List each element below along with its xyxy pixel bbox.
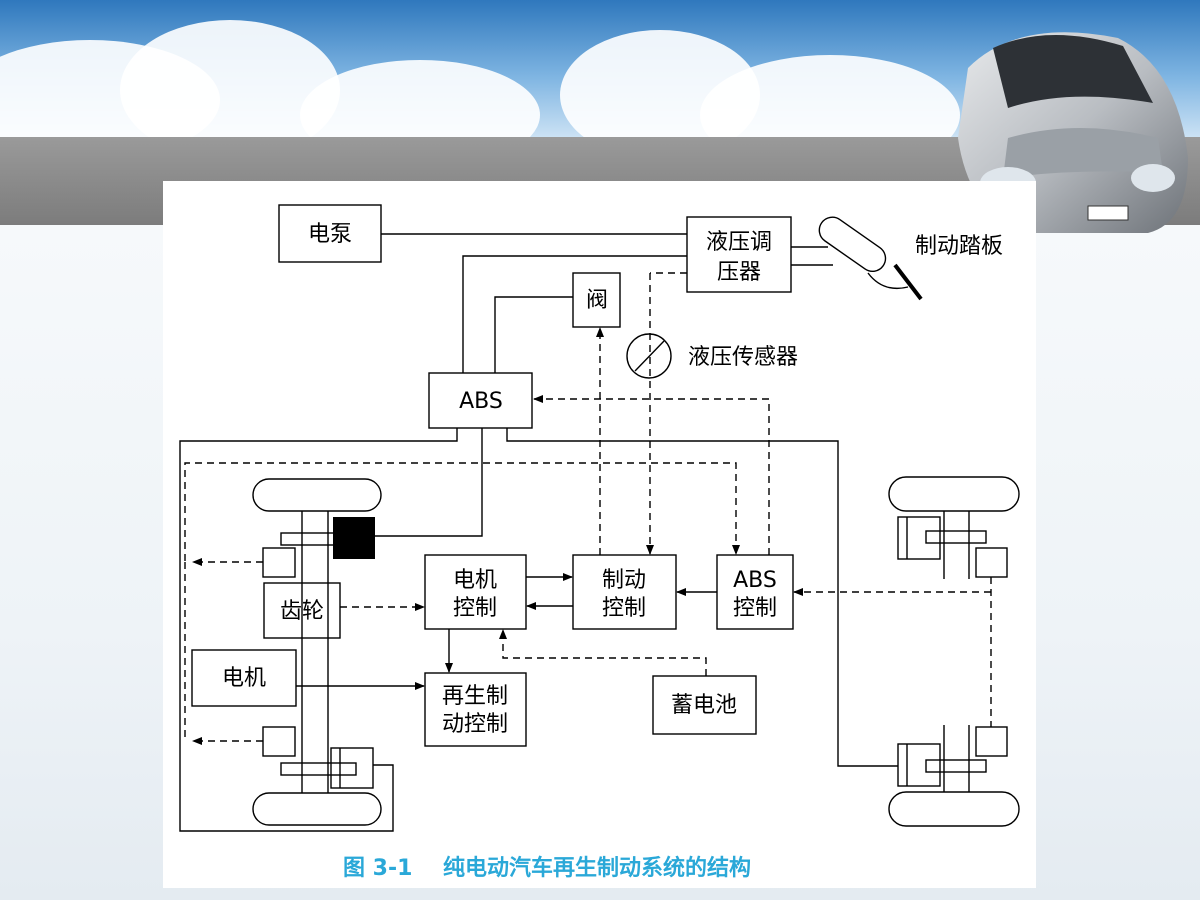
battery-block bbox=[652, 675, 757, 735]
pump-label: 电泵 bbox=[308, 222, 352, 247]
abs-block bbox=[428, 372, 533, 429]
motor-control-block bbox=[424, 554, 527, 630]
motor-control-label-2: 控制 bbox=[453, 596, 497, 621]
regenerative-braking-diagram: 电泵 液压调 压器 制动踏板 阀 液压传感器 ABS 齿轮 电机 控制 制动 控… bbox=[179, 204, 1020, 881]
battery-label: 蓄电池 bbox=[671, 693, 737, 718]
regulator-label-2: 压器 bbox=[717, 260, 761, 285]
pressure-sensor-symbol bbox=[626, 333, 672, 379]
motor-block bbox=[191, 649, 297, 707]
abs-label: ABS bbox=[459, 389, 503, 414]
brake-control-label-2: 控制 bbox=[602, 596, 646, 621]
diagram-panel: 电泵 液压调 压器 制动踏板 阀 液压传感器 ABS 齿轮 电机 控制 制动 控… bbox=[163, 181, 1036, 888]
regulator-label-1: 液压调 bbox=[706, 230, 772, 255]
brake-pedal-symbol bbox=[818, 216, 887, 273]
abs-control-label-1: ABS bbox=[733, 568, 777, 593]
brake-caliper-front-left bbox=[333, 517, 375, 559]
brake-control-label-1: 制动 bbox=[602, 568, 646, 593]
pedal-label: 制动踏板 bbox=[915, 234, 1003, 259]
gear-label: 齿轮 bbox=[280, 599, 324, 624]
regen-control-label-2: 动控制 bbox=[442, 712, 508, 737]
wheel-front-left bbox=[252, 478, 382, 512]
regulator-block bbox=[686, 216, 792, 293]
figure-caption: 图 3-1 纯电动汽车再生制动系统的结构 bbox=[343, 855, 751, 881]
pressure-sensor-label: 液压传感器 bbox=[688, 345, 798, 370]
valve-label: 阀 bbox=[586, 288, 608, 313]
wheel-front-right bbox=[888, 476, 1020, 512]
motor-label: 电机 bbox=[222, 666, 266, 691]
regen-control-block bbox=[424, 672, 527, 747]
motor-control-label-1: 电机 bbox=[453, 568, 497, 593]
wheel-rear-right bbox=[888, 791, 1020, 827]
regen-control-label-1: 再生制 bbox=[442, 684, 508, 709]
wheel-rear-left bbox=[252, 792, 382, 826]
abs-control-label-2: 控制 bbox=[733, 596, 777, 621]
